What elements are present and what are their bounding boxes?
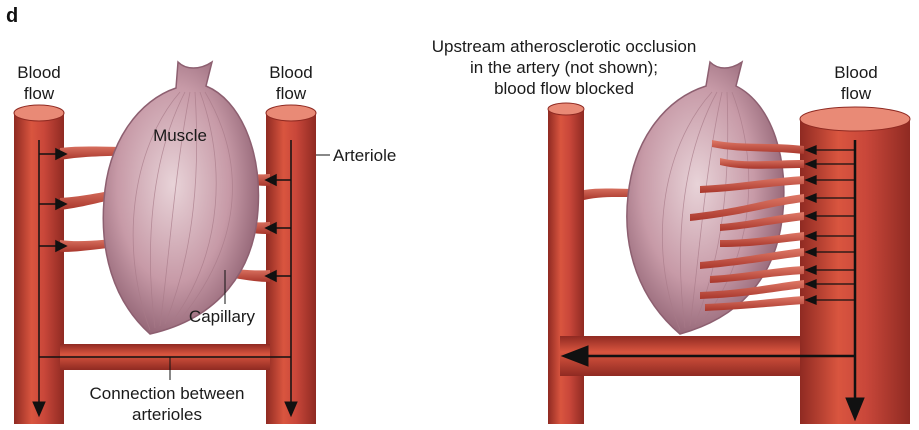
occlusion-label-line1: Upstream atherosclerotic occlusion <box>432 37 697 56</box>
occlusion-label-line2: in the artery (not shown); <box>470 58 658 77</box>
muscle-label: Muscle <box>153 126 207 145</box>
arteriole-label: Arteriole <box>333 146 396 165</box>
occlusion-label-line3: blood flow blocked <box>494 79 634 98</box>
blood-flow-right-panel-line2: flow <box>841 84 872 103</box>
blood-flow-right-line2: flow <box>276 84 307 103</box>
connection-label-line2: arterioles <box>132 405 202 424</box>
left-panel: Blood flow Blood flow Muscle Arteriole C… <box>14 62 396 424</box>
capillary-label: Capillary <box>189 307 256 326</box>
right-panel: Upstream atherosclerotic occlusion in th… <box>432 37 910 424</box>
connection-label-line1: Connection between <box>89 384 244 403</box>
blood-flow-left-line2: flow <box>24 84 55 103</box>
muscle-left <box>103 62 258 334</box>
blood-flow-right-line1: Blood <box>269 63 312 82</box>
panel-letter: d <box>6 5 18 27</box>
blood-flow-left-line1: Blood <box>17 63 60 82</box>
blood-flow-right-panel-line1: Blood <box>834 63 877 82</box>
